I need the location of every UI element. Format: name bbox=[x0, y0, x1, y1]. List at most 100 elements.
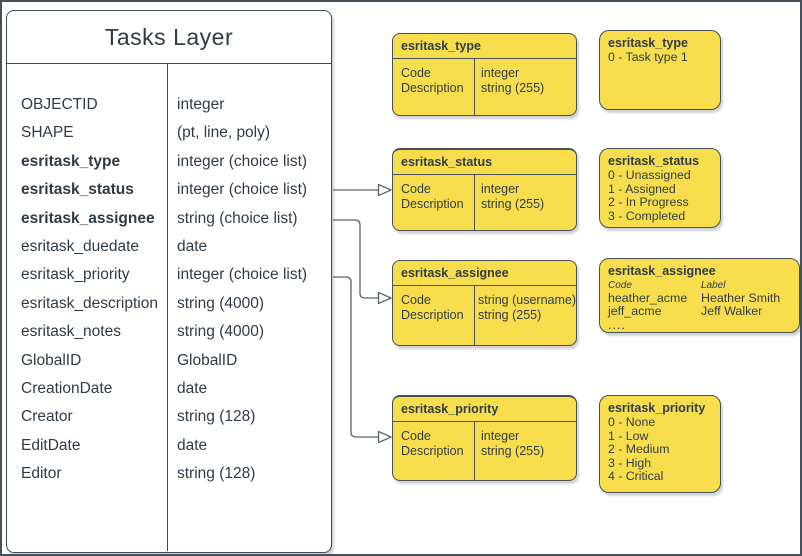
field-name: Editor bbox=[21, 465, 62, 483]
assignee-label: Jeff Walker bbox=[701, 304, 763, 319]
assignee-more-indicator: .... bbox=[608, 317, 626, 332]
field-type: date bbox=[177, 436, 208, 454]
table-row: esritask_notes string (4000) bbox=[7, 318, 331, 346]
field-name: Code bbox=[401, 429, 431, 443]
table-row: esritask_type integer (choice list) bbox=[7, 148, 331, 176]
value-list-type: esritask_type 0 - Task type 1 bbox=[599, 30, 721, 110]
field-type: string (username) bbox=[478, 293, 576, 307]
field-name: esritask_assignee bbox=[21, 209, 155, 227]
field-type: string (255) bbox=[481, 443, 545, 458]
field-name: Description bbox=[401, 196, 464, 211]
connector-priority bbox=[333, 276, 379, 438]
field-type: GlobalID bbox=[177, 351, 238, 369]
value-list-title: esritask_priority bbox=[608, 401, 706, 415]
table-row: esritask_duedate date bbox=[7, 233, 331, 261]
field-type: integer bbox=[177, 96, 225, 113]
table-row: esritask_description string (4000) bbox=[7, 290, 331, 318]
value-item: 0 - None bbox=[608, 415, 656, 430]
table-row: esritask_assignee string (choice list) bbox=[7, 205, 331, 233]
domain-table-title: esritask_status bbox=[393, 150, 576, 175]
field-type: string (255) bbox=[481, 196, 545, 211]
column-divider bbox=[474, 175, 476, 230]
domain-table-title: esritask_type bbox=[393, 34, 576, 59]
field-name: Code bbox=[401, 182, 431, 196]
field-name: Code bbox=[401, 66, 431, 80]
field-type: integer (choice list) bbox=[177, 152, 308, 170]
field-name: Code bbox=[401, 293, 431, 307]
field-name: EditDate bbox=[21, 436, 81, 454]
field-name: esritask_status bbox=[21, 181, 134, 199]
field-name: Description bbox=[401, 80, 464, 95]
field-type: (pt, line, poly) bbox=[177, 124, 271, 142]
value-item: 1 - Low bbox=[608, 428, 649, 443]
column-divider bbox=[474, 59, 476, 115]
value-item: 2 - Medium bbox=[608, 442, 670, 457]
value-list-title: esritask_status bbox=[608, 154, 700, 168]
arrowhead-assignee bbox=[377, 291, 392, 305]
table-row: OBJECTID integer bbox=[7, 91, 331, 119]
field-type: date bbox=[177, 380, 208, 398]
field-type: integer (choice list) bbox=[177, 181, 308, 199]
table-row: GlobalID GlobalID bbox=[7, 347, 331, 375]
field-name: Description bbox=[401, 307, 464, 322]
field-type: string (choice list) bbox=[177, 209, 298, 227]
field-type: string (255) bbox=[481, 80, 545, 95]
table-row: Creator string (128) bbox=[7, 403, 331, 431]
field-name: esritask_duedate bbox=[21, 238, 140, 256]
table-row: esritask_status integer (choice list) bbox=[7, 176, 331, 204]
value-item: 3 - Completed bbox=[608, 208, 686, 223]
field-type: integer bbox=[481, 66, 520, 80]
field-name: esritask_description bbox=[21, 294, 158, 312]
value-item: 0 - Task type 1 bbox=[608, 50, 688, 65]
value-list-title: esritask_assignee bbox=[608, 264, 716, 278]
field-name: esritask_type bbox=[21, 152, 121, 170]
domain-table-title: esritask_priority bbox=[393, 397, 576, 422]
arrowhead-status bbox=[377, 183, 392, 197]
arrowhead-priority bbox=[377, 430, 392, 444]
field-name: Description bbox=[401, 443, 464, 458]
column-divider bbox=[167, 64, 169, 551]
field-type: integer (choice list) bbox=[177, 266, 308, 284]
field-type-column: string (username)string (255) bbox=[470, 293, 576, 345]
column-divider bbox=[474, 422, 476, 480]
field-name: CreationDate bbox=[21, 380, 113, 398]
field-type: integer bbox=[481, 429, 520, 443]
assignee-row: heather_acme Heather Smith bbox=[608, 290, 791, 306]
field-name: OBJECTID bbox=[21, 96, 98, 113]
field-name: Creator bbox=[21, 408, 73, 426]
label-column-header: Label bbox=[701, 279, 726, 291]
connector-assignee bbox=[333, 219, 379, 299]
assignee-code: jeff_acme bbox=[608, 304, 662, 319]
table-row: CreationDate date bbox=[7, 375, 331, 403]
assignee-label: Heather Smith bbox=[701, 290, 781, 305]
assignee-code: heather_acme bbox=[608, 290, 688, 305]
value-item: 1 - Assigned bbox=[608, 181, 676, 196]
field-type: string (255) bbox=[478, 307, 542, 322]
field-type: string (4000) bbox=[177, 323, 265, 341]
field-name: esritask_priority bbox=[21, 266, 130, 284]
field-name: SHAPE bbox=[21, 124, 74, 142]
value-item: 0 - Unassigned bbox=[608, 168, 691, 183]
assignee-subheaders: Code Label bbox=[608, 280, 791, 292]
tasks-layer-table: Tasks Layer OBJECTID integer SHAPE (pt, … bbox=[6, 10, 332, 553]
value-item: 4 - Critical bbox=[608, 469, 664, 484]
table-row: SHAPE (pt, line, poly) bbox=[7, 119, 331, 147]
table-row: EditDate date bbox=[7, 432, 331, 460]
field-type: string (128) bbox=[177, 465, 256, 483]
value-list-title: esritask_type bbox=[608, 36, 688, 50]
value-list-values: 0 - Task type 1 bbox=[608, 50, 712, 65]
assignee-rows: heather_acme Heather Smith jeff_acme Jef… bbox=[608, 290, 791, 319]
